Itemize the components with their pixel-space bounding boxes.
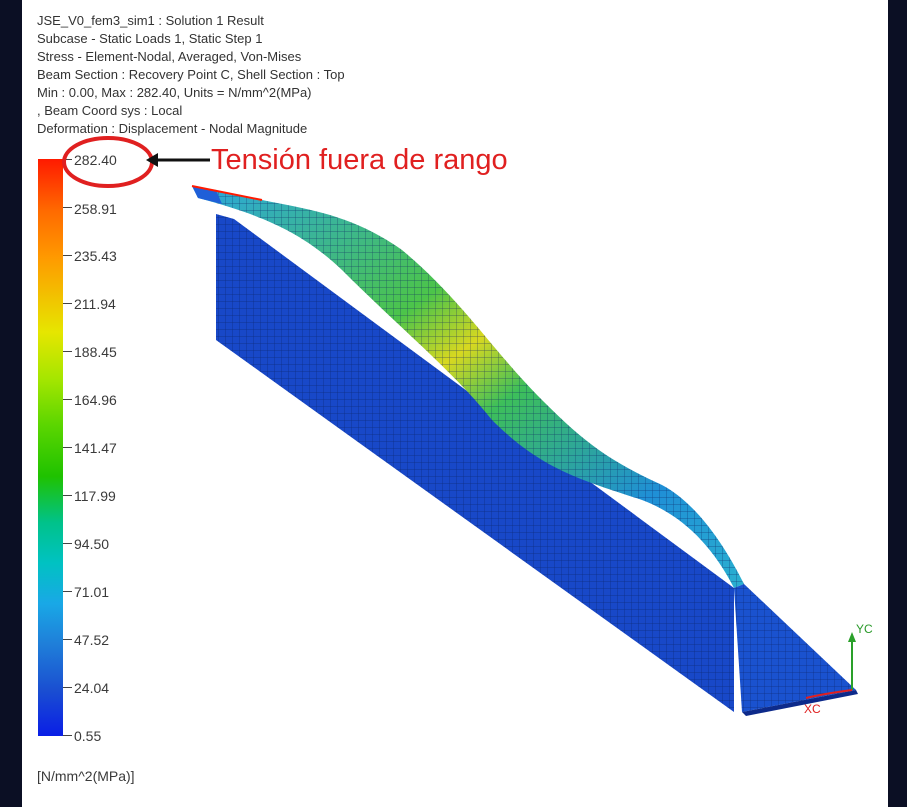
legend-tick	[63, 447, 72, 448]
legend-value-max: 282.40	[74, 152, 117, 168]
header-line-stress: Stress - Element-Nodal, Averaged, Von-Mi…	[37, 49, 302, 64]
legend-units: [N/mm^2(MPa)]	[37, 768, 135, 784]
legend-value: 188.45	[74, 344, 117, 360]
legend-value: 71.01	[74, 584, 110, 600]
legend-value: 47.52	[74, 632, 110, 648]
stress-color-bar	[38, 159, 63, 736]
header-line-section: Beam Section : Recovery Point C, Shell S…	[37, 67, 345, 82]
result-header: JSE_V0_fem3_sim1 : Solution 1 Result Sub…	[37, 12, 345, 138]
result-viewport[interactable]: JSE_V0_fem3_sim1 : Solution 1 Result Sub…	[22, 0, 888, 807]
legend-tick	[63, 303, 72, 304]
header-line-coordsys: , Beam Coord sys : Local	[37, 103, 183, 118]
header-line-minmax: Min : 0.00, Max : 282.40, Units = N/mm^2…	[37, 85, 312, 100]
legend-value: 211.94	[74, 296, 116, 312]
legend-value: 94.50	[74, 536, 110, 552]
annotation-arrow	[146, 153, 210, 167]
legend-value: 258.91	[74, 201, 117, 217]
fem-mesh-model[interactable]	[22, 0, 888, 807]
legend-tick	[63, 399, 72, 400]
legend-tick	[63, 543, 72, 544]
legend-value: 117.99	[74, 488, 116, 504]
legend-tick	[63, 351, 72, 352]
triad-x-label: XC	[804, 702, 821, 716]
triad-x-axis	[805, 689, 853, 699]
legend-tick	[63, 495, 72, 496]
max-value-highlight-circle	[62, 136, 154, 188]
legend-value: 235.43	[74, 248, 117, 264]
header-line-title: JSE_V0_fem3_sim1 : Solution 1 Result	[37, 13, 264, 28]
legend-value: 164.96	[74, 392, 117, 408]
legend-tick	[63, 735, 72, 736]
legend-tick	[63, 591, 72, 592]
header-line-subcase: Subcase - Static Loads 1, Static Step 1	[37, 31, 263, 46]
legend-value-min: 0.55	[74, 728, 102, 744]
legend-tick	[63, 687, 72, 688]
legend-tick	[63, 639, 72, 640]
legend-tick	[63, 255, 72, 256]
header-line-deformation: Deformation : Displacement - Nodal Magni…	[37, 121, 308, 136]
triad-y-arrow	[848, 632, 856, 642]
max-stress-edge	[191, 185, 263, 201]
legend-value: 24.04	[74, 680, 110, 696]
out-of-range-annotation: Tensión fuera de rango	[211, 144, 508, 176]
legend-value: 141.47	[74, 440, 117, 456]
triad-y-label: YC	[856, 622, 873, 636]
legend-tick	[63, 159, 72, 160]
legend-tick	[63, 207, 72, 208]
